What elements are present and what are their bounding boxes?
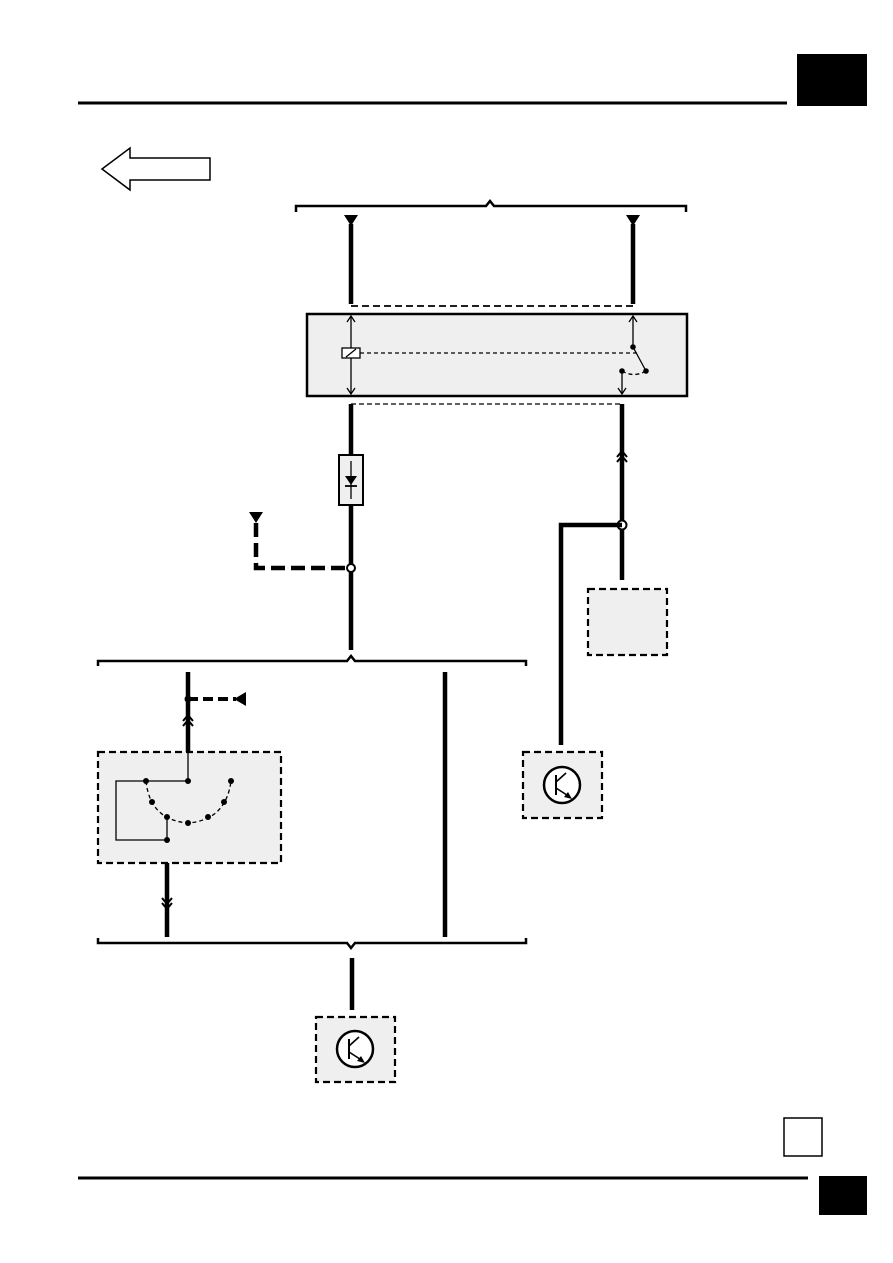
middle-harness-bracket: [96, 653, 528, 666]
transistor-icon: [335, 1029, 375, 1069]
relay-switch-contact: [632, 346, 647, 372]
top-harness-bracket: [294, 198, 688, 212]
terminal-triangle-icon: [234, 692, 246, 706]
left-arrow-icon: [100, 146, 211, 192]
rotary-switch-module: [96, 750, 283, 865]
bottom-harness-bracket: [96, 938, 528, 951]
terminal-triangle-icon: [344, 215, 358, 226]
component-box-right: [586, 587, 669, 657]
footer-page-tab: [819, 1176, 867, 1215]
diode-icon: [345, 476, 357, 485]
footer-small-box: [783, 1117, 823, 1157]
header-page-tab: [797, 54, 867, 106]
rotary-switch-icon: [115, 752, 234, 843]
terminal-triangle-icon: [626, 215, 640, 226]
transistor-icon: [542, 765, 582, 805]
splice-point: [346, 563, 356, 573]
terminal-triangle-icon: [249, 512, 263, 523]
wire-branch-right: [558, 522, 622, 745]
relay-module: [305, 312, 689, 398]
wire-branch-dashed: [253, 523, 351, 571]
